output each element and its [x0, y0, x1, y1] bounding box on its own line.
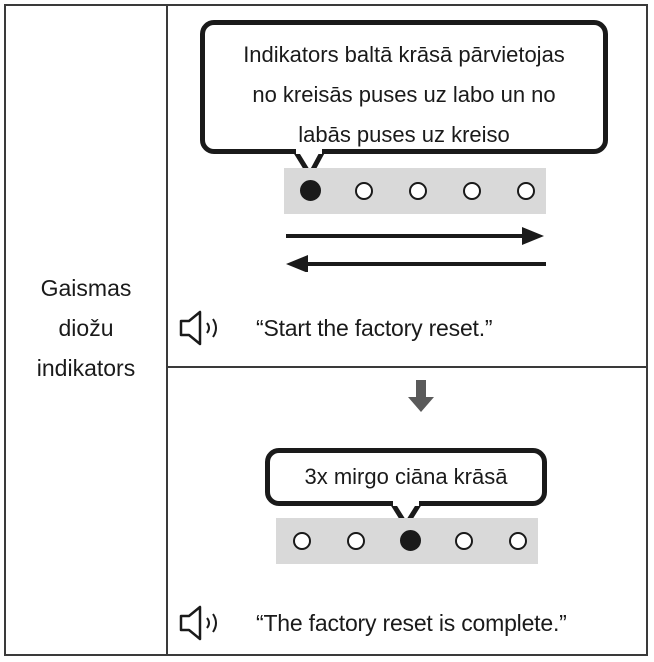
instruction-table: Gaismas diožu indikators [4, 4, 648, 656]
label-line-3: indikators [36, 355, 136, 381]
bubble-top-line-2: no kreisās puses uz labo un no [252, 82, 556, 107]
speech-bubble-bottom: 3x mirgo ciāna krāsā [265, 448, 547, 506]
speaker-icon [179, 605, 217, 641]
arrow-down-icon [408, 380, 434, 412]
top-led-1 [299, 180, 321, 201]
direction-arrows [286, 227, 546, 272]
arrow-left-icon [286, 255, 546, 272]
bottom-led-5 [509, 532, 527, 550]
bottom-led-4 [455, 532, 473, 550]
voice-text-top: “Start the factory reset.” [256, 314, 493, 341]
top-led-5 [517, 182, 535, 200]
bubble-bottom-text: 3x mirgo ciāna krāsā [304, 464, 508, 489]
led-indicator-label: Gaismas diožu indikators [6, 268, 166, 388]
led-strip-bottom [276, 518, 538, 564]
led-strip-top [284, 168, 546, 214]
speaker-icon [179, 310, 217, 346]
bottom-led-1 [293, 532, 311, 550]
bottom-led-3 [399, 530, 421, 551]
bubble-top-line-1: Indikators baltā krāsā pārvietojas [243, 42, 565, 67]
top-led-4 [463, 182, 481, 200]
top-led-3 [409, 182, 427, 200]
bubble-top-line-3: labās puses uz kreiso [298, 122, 510, 147]
bubble-bottom-tail [389, 501, 423, 528]
row-divider [166, 366, 646, 368]
label-line-2: diožu [58, 315, 114, 341]
top-led-2 [355, 182, 373, 200]
column-divider [166, 6, 168, 654]
label-line-1: Gaismas [40, 275, 132, 301]
voice-prompt-top: “Start the factory reset.” [178, 308, 493, 348]
bubble-top-tail [292, 149, 326, 178]
speech-bubble-top: Indikators baltā krāsā pārvietojas no kr… [200, 20, 608, 154]
voice-text-bottom: “The factory reset is complete.” [256, 609, 567, 636]
voice-prompt-bottom: “The factory reset is complete.” [178, 603, 567, 643]
arrow-right-icon [286, 227, 544, 245]
bottom-led-2 [347, 532, 365, 550]
